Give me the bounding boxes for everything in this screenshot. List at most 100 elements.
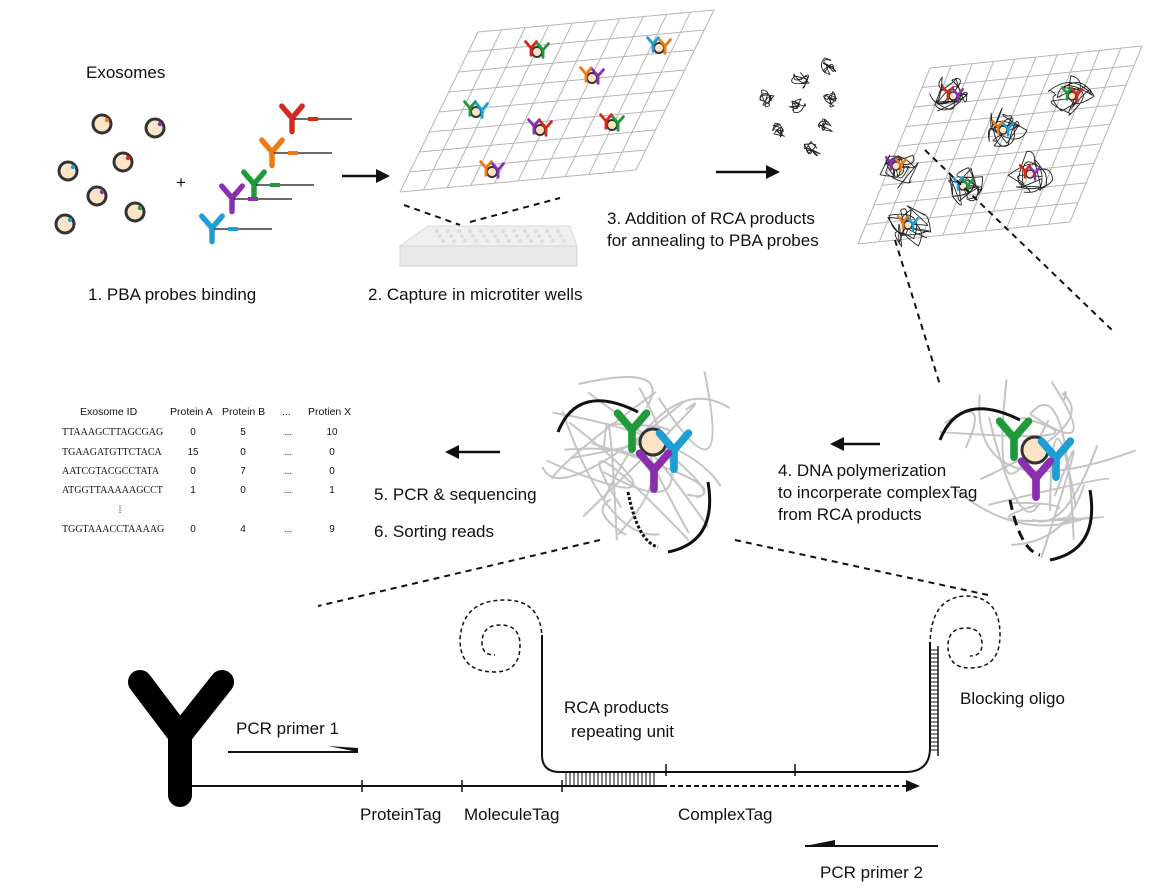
pba-probe-antibody-icon: [259, 137, 285, 169]
antibody-icon: [599, 113, 613, 130]
pba-probe-antibody-icon: [241, 169, 267, 201]
complex-tag-label: ComplexTag: [678, 805, 773, 824]
table-cell: 5: [240, 427, 246, 438]
antibody-icon: [479, 160, 493, 177]
antibody-icon: [539, 120, 553, 137]
rca-product-coil: [887, 205, 932, 248]
table-cell: 9: [329, 524, 335, 535]
antibody-icon: [941, 86, 955, 101]
antibody-icon: [951, 88, 965, 103]
pba-probe-group: [199, 103, 352, 245]
table-cell: 0: [190, 427, 196, 438]
rca-product-coil: [791, 72, 810, 89]
table-cell: ...: [284, 466, 292, 477]
table-header-protein-a: Protein A: [170, 406, 213, 418]
rca-products-label-line2: repeating unit: [571, 722, 674, 741]
table-cell: TTAAAGCTTAGCGAG: [62, 427, 163, 438]
molecule-tag-label: MoleculeTag: [464, 805, 559, 824]
table-cell: 15: [187, 447, 199, 458]
antibody-icon: [527, 118, 541, 135]
zoom-line-left: [894, 239, 941, 386]
table-cell: 1: [329, 485, 335, 496]
exosome-icon: [112, 151, 134, 173]
exosome-icon: [54, 213, 76, 235]
antibody-icon: [1018, 164, 1032, 179]
rca-product-cluster: [759, 57, 838, 157]
exosome-group: [54, 113, 166, 235]
rca-product-coil: [988, 107, 1028, 147]
step5-label: 5. PCR & sequencing: [374, 485, 537, 504]
antibody-icon: [1037, 437, 1075, 482]
table-cell: 7: [240, 466, 246, 477]
table-cell: 0: [329, 447, 335, 458]
antibody-icon: [896, 215, 910, 230]
antibody-icon: [613, 409, 651, 454]
zoom-line-bottom-right: [734, 539, 989, 596]
antibody-icon: [995, 417, 1033, 462]
table-cell: 0: [240, 485, 246, 496]
blocking-oligo-label: Blocking oligo: [960, 689, 1065, 708]
blocking-oligo-duplex: [931, 646, 939, 756]
plus-sign: +: [176, 173, 186, 192]
antibody-icon: [491, 162, 505, 179]
antibody-icon: [475, 102, 489, 119]
step4-label-line3: from RCA products: [778, 505, 922, 524]
pba-probe-antibody-icon: [219, 183, 245, 215]
table-header-protien-x: Protien X: [308, 406, 351, 418]
antibody-icon: [1001, 122, 1015, 137]
exosome-icon: [144, 117, 166, 139]
exosome-icon: [124, 201, 146, 223]
antibody-icon: [658, 38, 672, 55]
antibody-icon: [991, 120, 1005, 135]
step3-label-line2: for annealing to PBA probes: [607, 231, 819, 250]
rca-curl-left: [459, 599, 543, 673]
table-cell: TGGTAAACCTAAAAG: [62, 524, 164, 535]
antibody-icon: [1060, 86, 1074, 101]
table-cell: ATGGTTAAAAAGCCT: [62, 485, 163, 496]
exosomes-label: Exosomes: [86, 63, 165, 82]
table-cell: 0: [190, 524, 196, 535]
antibody-icon: [655, 429, 693, 474]
rca-curl-right: [929, 595, 1001, 669]
antibody-icon: [1028, 166, 1042, 181]
rca-product-coil: [820, 57, 837, 76]
arrow-step2-to-step3: [716, 165, 780, 179]
antibody-icon: [884, 156, 898, 171]
antibody-icon: [635, 449, 673, 494]
antibody-icon: [906, 217, 920, 232]
rca-strand: [541, 635, 931, 773]
antibody-icon: [611, 115, 625, 132]
table-vertical-ellipsis: ⁞: [119, 505, 122, 516]
table-cell: AATCGTACGCCTATA: [62, 466, 160, 477]
exosome-icon: [57, 160, 79, 182]
capture-grid: [399, 9, 715, 193]
step4-label-line1: 4. DNA polymerization: [778, 461, 946, 480]
rca-product-coil: [759, 89, 775, 108]
table-cell: 1: [190, 485, 196, 496]
antibody-icon: [894, 158, 908, 173]
rca-product-coil: [772, 122, 785, 138]
pcr-primer-2-label: PCR primer 2: [820, 863, 923, 882]
arrow-step4: [830, 437, 880, 451]
table-header-exosome-id: Exosome ID: [80, 406, 138, 418]
table-cell: 0: [240, 447, 246, 458]
table-cell: TGAAGATGTTCTACA: [62, 447, 163, 458]
rca-product-coil: [803, 140, 821, 157]
zoomed-complex-before-polymerization: [938, 379, 1137, 562]
protein-tag-label: ProteinTag: [360, 805, 441, 824]
table-cell: ...: [284, 485, 292, 496]
rca-product-coil: [823, 90, 838, 108]
arrow-step1-to-step2: [342, 169, 390, 183]
antibody-icon: [463, 100, 477, 117]
rca-product-coil: [817, 118, 833, 132]
annealed-rca-products: [879, 75, 1095, 248]
table-cell: 0: [190, 466, 196, 477]
exosome-icon: [86, 185, 108, 207]
captured-probe-complexes: [463, 36, 672, 179]
rca-products-label-line1: RCA products: [564, 698, 669, 717]
arrow-step5: [445, 445, 500, 459]
table-header-ellipsis: ...: [282, 406, 291, 418]
zoom-line-bottom-left: [317, 539, 601, 607]
antibody-icon: [1070, 88, 1084, 103]
